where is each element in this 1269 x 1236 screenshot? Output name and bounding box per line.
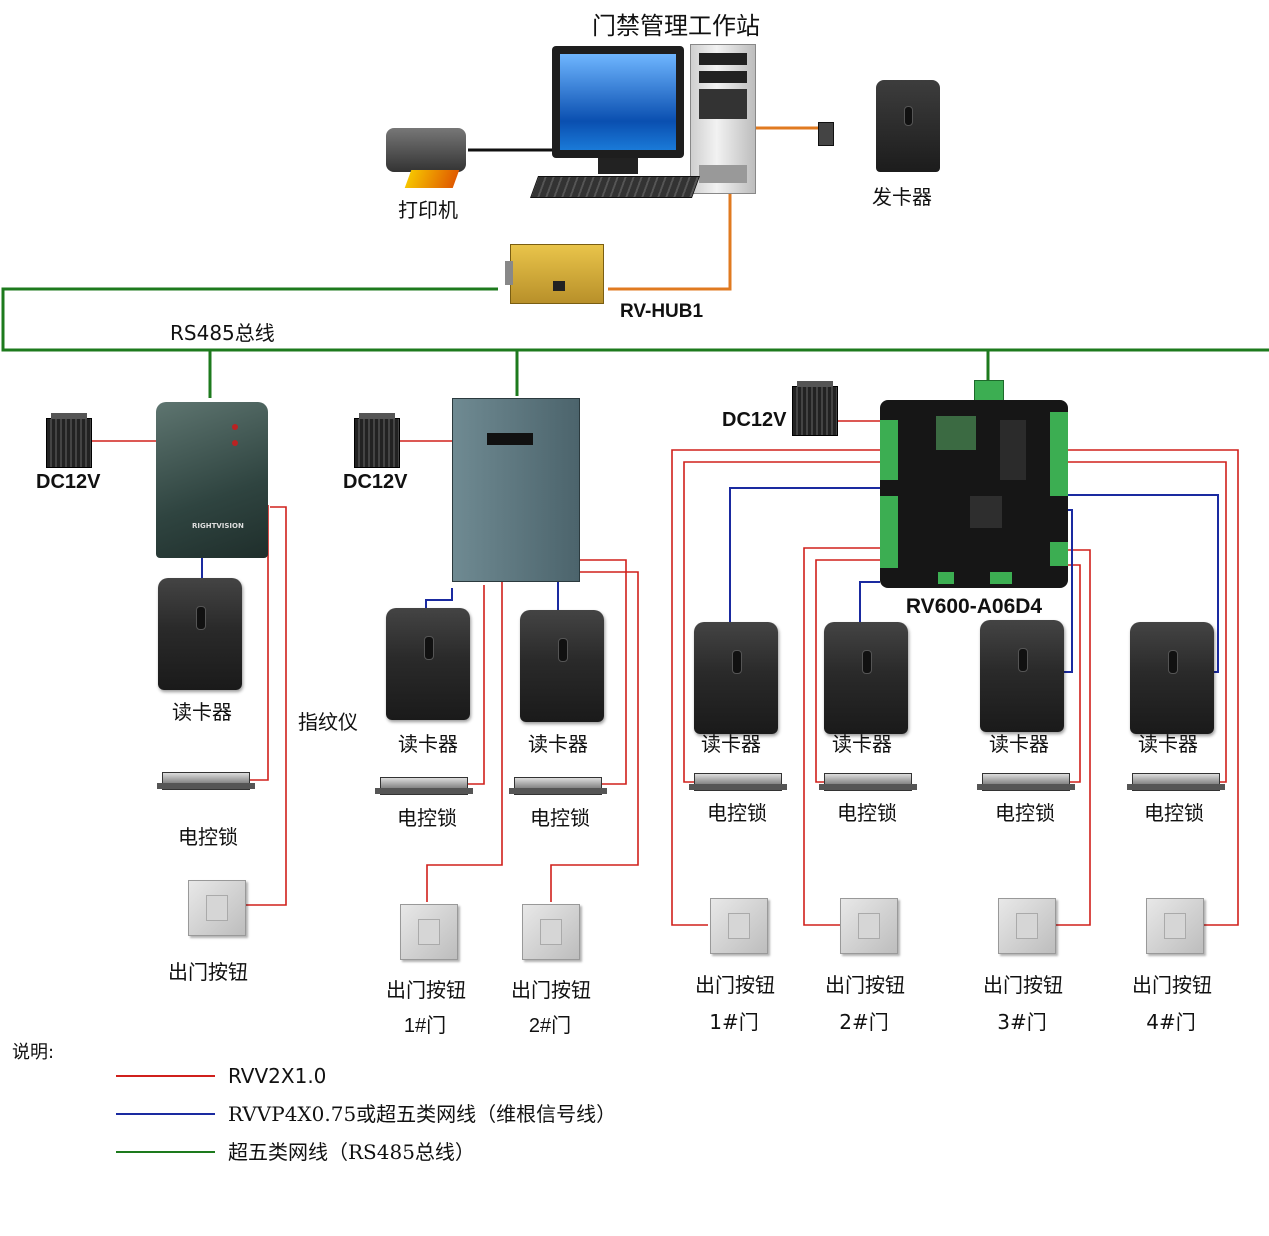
usb-lines xyxy=(608,126,818,291)
card-reader-icon xyxy=(1130,622,1214,734)
exit-button-icon xyxy=(400,904,458,960)
terminal-block-icon xyxy=(974,380,1004,402)
door-label: 4#门 xyxy=(1146,1010,1196,1034)
exit-button-label: 出门按钮 xyxy=(825,973,905,997)
card-issuer-label: 发卡器 xyxy=(872,185,932,209)
door-label: 3#门 xyxy=(997,1010,1047,1034)
reader-label: 读卡器 xyxy=(832,732,892,756)
monitor-icon xyxy=(552,46,684,158)
reader-label: 读卡器 xyxy=(701,732,761,756)
lock-label: 电控锁 xyxy=(995,801,1055,825)
electric-lock-icon xyxy=(375,777,473,795)
electric-lock-icon xyxy=(157,772,255,790)
lock-label: 电控锁 xyxy=(707,801,767,825)
card-reader-icon xyxy=(386,608,470,720)
exit-button-label: 出门按钮 xyxy=(386,978,466,1002)
usb-plug-icon xyxy=(818,122,834,146)
exit-button-icon xyxy=(998,898,1056,954)
legend-blue-label: RVVP4X0.75或超五类网线（维根信号线） xyxy=(228,1102,617,1126)
power-label: DC12V xyxy=(36,471,101,493)
exit-button-icon xyxy=(188,880,246,936)
lock-label: 电控锁 xyxy=(837,801,897,825)
card-issuer-icon xyxy=(876,80,940,172)
card-reader-icon xyxy=(980,620,1064,732)
card-reader-icon xyxy=(824,622,908,734)
pc-tower-icon xyxy=(690,44,756,194)
power-label: DC12V xyxy=(722,409,787,431)
exit-button-label: 出门按钮 xyxy=(983,973,1063,997)
electric-lock-icon xyxy=(977,773,1075,791)
electric-lock-icon xyxy=(689,773,787,791)
lock-label: 电控锁 xyxy=(1144,801,1204,825)
printer-label: 打印机 xyxy=(398,198,458,222)
exit-button-label: 出门按钮 xyxy=(511,978,591,1002)
legend-green-label: 超五类网线（RS485总线） xyxy=(228,1140,475,1164)
fingerprint-label: 指纹仪 xyxy=(298,710,358,734)
lock-label: 电控锁 xyxy=(397,806,457,830)
fingerprint-device-icon: RIGHTVISION xyxy=(156,402,268,558)
bus-label: RS485总线 xyxy=(170,321,275,345)
legend-heading: 说明: xyxy=(12,1042,55,1063)
reader-label: 读卡器 xyxy=(172,700,232,724)
exit-button-label: 出门按钮 xyxy=(695,973,775,997)
door-label: 1#门 xyxy=(709,1010,759,1034)
workstation-title: 门禁管理工作站 xyxy=(592,12,760,40)
controller-board-icon xyxy=(880,400,1068,588)
card-reader-icon xyxy=(158,578,242,690)
reader-label: 读卡器 xyxy=(528,732,588,756)
card-reader-icon xyxy=(520,610,604,722)
rs485-bus-lines xyxy=(1,287,1269,398)
power-label: DC12V xyxy=(343,471,408,493)
reader-label: 读卡器 xyxy=(989,732,1049,756)
electric-lock-icon xyxy=(819,773,917,791)
power-supply-icon xyxy=(792,381,838,436)
exit-button-label: 出门按钮 xyxy=(168,960,248,984)
electric-lock-icon xyxy=(509,777,607,795)
exit-button-icon xyxy=(522,904,580,960)
reader-label: 读卡器 xyxy=(398,732,458,756)
keyboard-icon xyxy=(529,176,701,198)
exit-button-icon xyxy=(1146,898,1204,954)
controller-box-icon xyxy=(452,398,580,582)
power-supply-icon xyxy=(46,413,92,468)
exit-button-label: 出门按钮 xyxy=(1132,973,1212,997)
lock-label: 电控锁 xyxy=(178,825,238,849)
card-reader-icon xyxy=(694,622,778,734)
reader-label: 读卡器 xyxy=(1138,732,1198,756)
electric-lock-icon xyxy=(1127,773,1225,791)
power-supply-icon xyxy=(354,413,400,468)
monitor-stand xyxy=(598,158,638,174)
exit-button-icon xyxy=(710,898,768,954)
door-label: 2#门 xyxy=(528,1015,572,1037)
controller-label: RV600-A06D4 xyxy=(905,595,1043,618)
door-label: 1#门 xyxy=(403,1015,447,1037)
printer-icon xyxy=(380,118,468,188)
legend-red-label: RVV2X1.0 xyxy=(228,1064,327,1088)
device-logo: RIGHTVISION xyxy=(192,522,244,530)
exit-button-icon xyxy=(840,898,898,954)
lock-label: 电控锁 xyxy=(530,806,590,830)
door-label: 2#门 xyxy=(839,1010,889,1034)
hub-icon xyxy=(505,244,604,304)
hub-label: RV-HUB1 xyxy=(620,301,704,322)
